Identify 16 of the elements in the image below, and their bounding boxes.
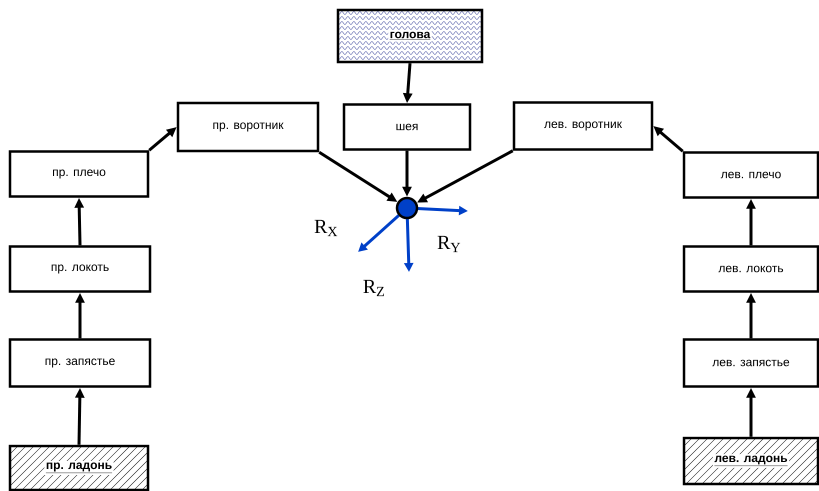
axis-label: R$_{Y}$: [438, 236, 460, 252]
label-box: шея: [342, 103, 472, 151]
label-box: пр. запястье: [8, 338, 152, 388]
axis-label: R$_{Z}$: [363, 280, 384, 296]
hatched-box: лев. ладонь: [682, 436, 819, 486]
label-box: лев. воротник: [512, 101, 654, 151]
label-box: пр. плечо: [8, 150, 150, 198]
label-box: пр. воротник: [176, 102, 320, 152]
label-box: лев. плечо: [682, 151, 819, 199]
joint-circle: [396, 196, 418, 220]
label-box: пр. локоть: [8, 245, 152, 293]
hatched-box: пр. ладонь: [8, 444, 150, 491]
label-box: лев. локоть: [682, 245, 819, 293]
axis-label: R$_{X}$: [314, 220, 338, 236]
patterned-box: голова: [336, 8, 484, 64]
label-box: лев. запястье: [682, 338, 819, 388]
